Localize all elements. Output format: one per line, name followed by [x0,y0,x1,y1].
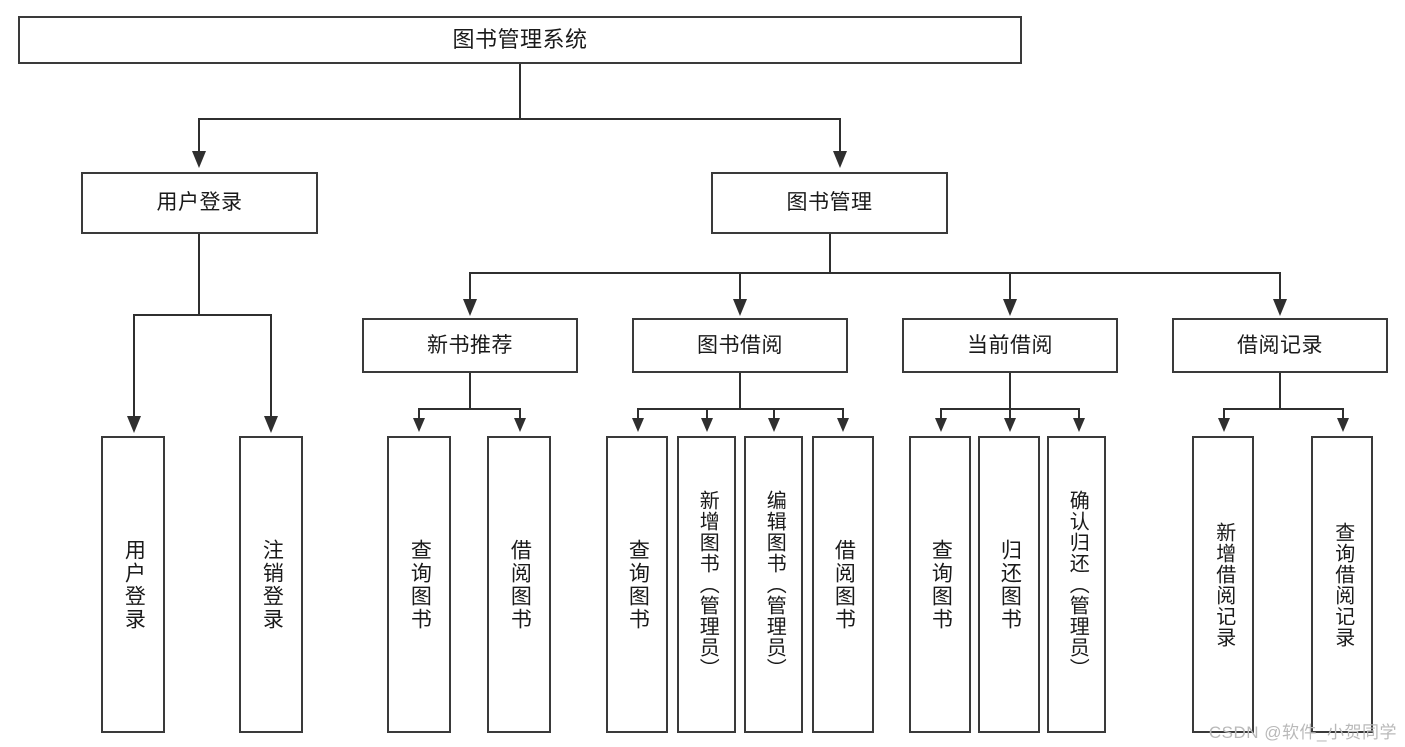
connector-current-borrow-c1 [940,408,942,420]
connector-borrow-record-stem [1279,373,1281,408]
leaf-record-query-borrow-record[interactable]: 查询借阅记录 [1311,436,1373,733]
leaf-current-confirm-return-admin[interactable]: 确认归还（管理员） [1047,436,1106,733]
connector-borrow-record-right [1342,408,1344,420]
arrow-new-book-leaf1 [413,418,425,432]
arrow-book-borrow-leaf2 [701,418,713,432]
arrow-borrow-record-leaf2 [1337,418,1349,432]
node-book-management[interactable]: 图书管理 [711,172,948,234]
node-new-book-recommend[interactable]: 新书推荐 [362,318,578,373]
connector-book-mgmt-stem [829,234,831,272]
node-borrow-record[interactable]: 借阅记录 [1172,318,1388,373]
connector-borrow-record-left [1223,408,1225,420]
connector-book-borrow-c4 [842,408,844,420]
connector-book-mgmt-bus [469,272,1280,274]
connector-book-borrow-stem [739,373,741,408]
leaf-borrow-query-book[interactable]: 查询图书 [606,436,668,733]
leaf-recommend-query-book[interactable]: 查询图书 [387,436,451,733]
leaf-current-query-book[interactable]: 查询图书 [909,436,971,733]
connector-to-borrow-record [1279,272,1281,302]
connector-current-borrow-stem [1009,373,1011,408]
connector-new-book-right [519,408,521,420]
connector-borrow-record-bus [1223,408,1343,410]
arrow-borrow-record-leaf1 [1218,418,1230,432]
connector-book-borrow-c3 [773,408,775,420]
arrow-to-new-book [463,299,477,316]
connector-to-new-book [469,272,471,302]
connector-to-user-login [198,118,200,154]
arrow-current-borrow-leaf2 [1004,418,1016,432]
arrow-user-login-leaf1 [127,416,141,433]
node-current-borrow[interactable]: 当前借阅 [902,318,1118,373]
connector-user-login-left [133,314,135,419]
arrow-book-borrow-leaf3 [768,418,780,432]
connector-to-book-borrow [739,272,741,302]
arrow-current-borrow-leaf3 [1073,418,1085,432]
connector-current-borrow-c3 [1078,408,1080,420]
arrow-to-current-borrow [1003,299,1017,316]
arrow-to-user-login [192,151,206,168]
arrow-book-borrow-leaf1 [632,418,644,432]
connector-current-borrow-c2 [1009,408,1011,420]
connector-user-login-stem [198,234,200,314]
arrow-current-borrow-leaf1 [935,418,947,432]
leaf-user-login[interactable]: 用户登录 [101,436,165,733]
leaf-current-return-book[interactable]: 归还图书 [978,436,1040,733]
leaf-borrow-add-book-admin[interactable]: 新增图书（管理员） [677,436,736,733]
connector-new-book-bus [418,408,521,410]
connector-user-login-bus [133,314,272,316]
connector-book-borrow-bus [637,408,844,410]
leaf-record-add-borrow-record[interactable]: 新增借阅记录 [1192,436,1254,733]
arrow-book-borrow-leaf4 [837,418,849,432]
watermark-text: CSDN @软件_小贺同学 [1208,723,1397,742]
node-root-system[interactable]: 图书管理系统 [18,16,1022,64]
leaf-borrow-borrow-book[interactable]: 借阅图书 [812,436,874,733]
node-user-login[interactable]: 用户登录 [81,172,318,234]
connector-user-login-right [270,314,272,419]
node-book-borrow[interactable]: 图书借阅 [632,318,848,373]
arrow-user-login-leaf2 [264,416,278,433]
connector-book-borrow-c1 [637,408,639,420]
connector-book-borrow-c2 [706,408,708,420]
leaf-recommend-borrow-book[interactable]: 借阅图书 [487,436,551,733]
connector-to-current-borrow [1009,272,1011,302]
connector-to-book-mgmt [839,118,841,154]
connector-new-book-left [418,408,420,420]
leaf-user-logout[interactable]: 注销登录 [239,436,303,733]
connector-new-book-stem [469,373,471,408]
leaf-borrow-edit-book-admin[interactable]: 编辑图书（管理员） [744,436,803,733]
arrow-to-book-borrow [733,299,747,316]
connector-root-bus [198,118,841,120]
arrow-to-borrow-record [1273,299,1287,316]
connector-root-stem [519,64,521,118]
arrow-new-book-leaf2 [514,418,526,432]
arrow-to-book-mgmt [833,151,847,168]
